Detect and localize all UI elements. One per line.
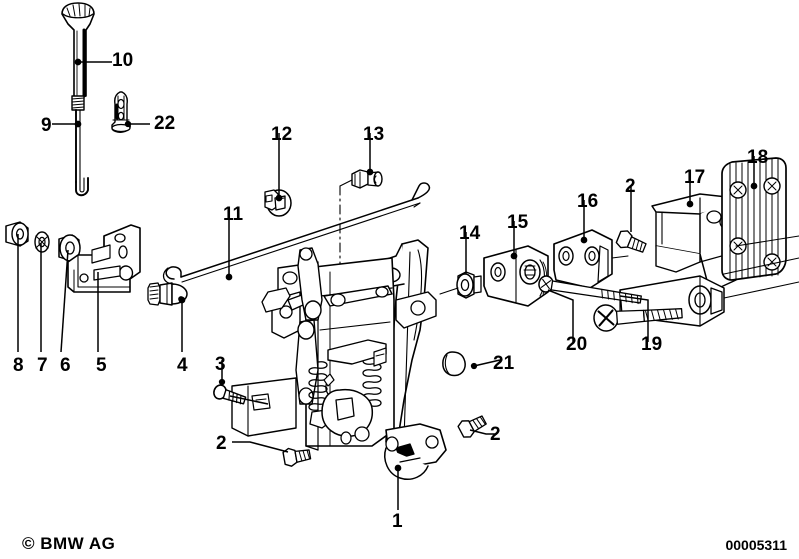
- callout-18: 18: [747, 147, 769, 168]
- leader-lines: [17, 58, 758, 510]
- callout-14: 14: [459, 223, 481, 244]
- callout-2c: 2: [216, 433, 227, 454]
- callout-13: 13: [363, 124, 385, 145]
- callout-12: 12: [271, 124, 293, 145]
- callout-22: 22: [154, 113, 176, 134]
- part-16-striker-spacer: [553, 229, 613, 289]
- part-2a-screw: [615, 230, 647, 253]
- part-9-rod-ferrule: [71, 95, 85, 111]
- callout-4: 4: [177, 355, 188, 376]
- part-12-rod-clip: [264, 189, 292, 217]
- part-6-bushing: [58, 234, 81, 262]
- callout-9: 9: [41, 115, 52, 136]
- part-1-door-lock-assembly: [231, 239, 447, 480]
- callout-15: 15: [507, 212, 529, 233]
- callout-2b: 2: [490, 424, 501, 445]
- part-18-rubber-pad: [721, 157, 787, 281]
- part-14-bushing: [456, 271, 482, 299]
- document-number: 00005311: [725, 537, 787, 553]
- part-10-lock-knob: [61, 2, 95, 99]
- part-15-striker-block: [483, 245, 549, 307]
- callout-20: 20: [566, 334, 588, 355]
- callout-1: 1: [392, 511, 403, 532]
- callout-19: 19: [641, 334, 663, 355]
- callout-2a: 2: [625, 176, 636, 197]
- part-8-nut: [5, 221, 29, 247]
- callout-10: 10: [112, 50, 134, 71]
- part-2b-screw: [457, 415, 487, 438]
- callout-11: 11: [223, 204, 244, 225]
- callout-7: 7: [37, 355, 48, 376]
- callout-3: 3: [215, 354, 226, 375]
- callout-5: 5: [96, 355, 107, 376]
- part-7-washer: [34, 231, 50, 253]
- callout-8: 8: [13, 355, 24, 376]
- part-20-countersunk-screw: [593, 304, 683, 332]
- copyright-notice: © BMW AG: [22, 534, 116, 553]
- part-2c-screw: [282, 447, 312, 467]
- callout-17: 17: [684, 167, 706, 188]
- callout-16: 16: [577, 191, 599, 212]
- part-5-operating-bracket: [67, 224, 141, 293]
- callout-6: 6: [60, 355, 71, 376]
- callout-21: 21: [493, 353, 515, 374]
- part-21-rubber-buffer: [442, 351, 466, 377]
- part-13-clamp-fastener: [351, 169, 383, 189]
- part-11-connecting-rod: [162, 182, 431, 285]
- part-4-collar-bolt: [147, 282, 188, 306]
